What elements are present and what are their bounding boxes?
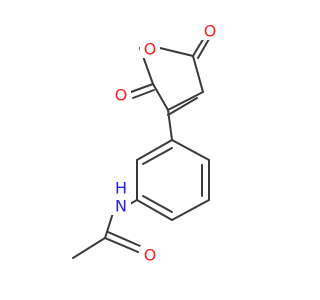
bond-benzene-3 — [171, 199, 210, 221]
bond-c3-to-c-left — [152, 83, 169, 111]
bond-ch-to-c3-double — [167, 97, 198, 116]
nitrogen-label: N — [115, 197, 127, 216]
bond-o-ring-to-c-right — [159, 47, 194, 57]
bonds — [72, 35, 210, 259]
top-carbonyl-oxygen-label: O — [204, 22, 217, 41]
left-carbonyl-oxygen-label: O — [115, 86, 128, 105]
bond-carbonyl-left — [130, 83, 154, 93]
bond-benzene-4 — [136, 199, 173, 221]
bond-ring-to-benzene — [167, 109, 173, 141]
bond-carbonyl-top-double — [197, 38, 210, 59]
bond-acetyl-c-to-methyl — [72, 237, 106, 259]
atom-labels: O O O N H O — [111, 22, 220, 265]
amide-hydrogen-label: H — [115, 179, 127, 198]
bond-benzene-4-inner — [142, 195, 173, 213]
bond-benzene-1 — [171, 139, 210, 161]
bond-amide-carbonyl — [104, 237, 139, 253]
bond-carbonyl-left-double — [132, 89, 155, 99]
amide-oxygen-label: O — [144, 246, 157, 265]
ring-oxygen-label: O — [144, 40, 157, 59]
bond-amide-carbonyl-double — [107, 231, 141, 247]
bond-benzene-6 — [136, 139, 173, 161]
bond-ch-to-c3 — [167, 91, 204, 111]
molecule-structure-diagram: O O O N H O — [72, 21, 220, 265]
bond-benzene-6-inner — [142, 147, 173, 165]
bond-n-to-acetyl-c — [104, 212, 114, 239]
bond-c-right-to-ch — [192, 55, 204, 93]
